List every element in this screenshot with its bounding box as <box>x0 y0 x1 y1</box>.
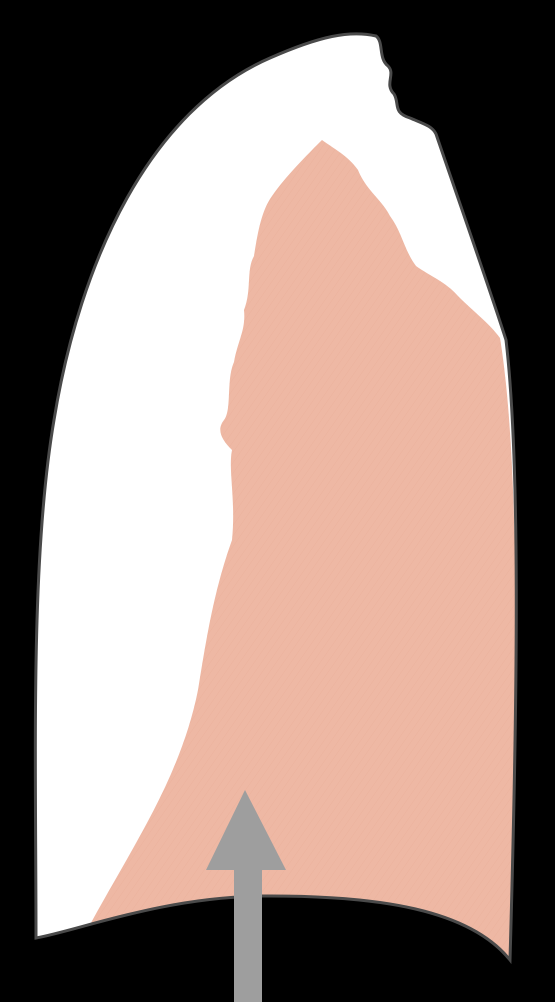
diagram-svg <box>0 0 555 1002</box>
lung-diagram <box>0 0 555 1002</box>
